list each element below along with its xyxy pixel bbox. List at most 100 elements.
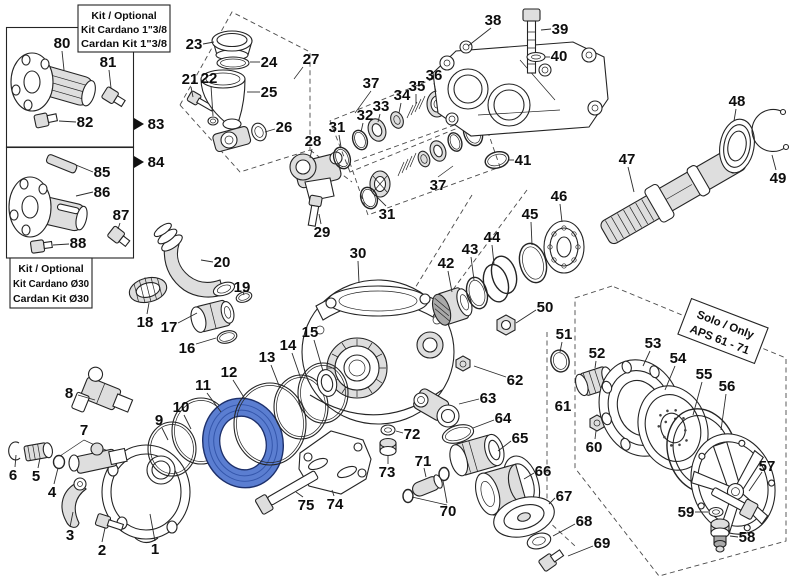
part-7-ball-valve [68, 442, 128, 474]
part-label-49: 49 [770, 170, 787, 187]
part-16-oring [216, 330, 238, 344]
leader-line-71-72 [423, 467, 427, 478]
part-74-bracket [298, 430, 372, 495]
part-label-28: 28 [305, 133, 322, 150]
part-label-66: 66 [535, 463, 552, 480]
part-label-65: 65 [512, 430, 529, 447]
part-80-spline-shaft [10, 52, 96, 112]
part-44-rings [482, 255, 518, 303]
leader-line-31-37 [375, 195, 387, 207]
part-label-2: 2 [98, 542, 106, 559]
part-label-19: 19 [234, 279, 251, 296]
part-label-8: 8 [65, 385, 73, 402]
part-49-circlip [751, 108, 790, 153]
leader-line-54-55 [664, 365, 676, 391]
part-label-31: 31 [379, 206, 396, 223]
part-label-72: 72 [404, 426, 421, 443]
leader-line-50-51 [515, 309, 537, 324]
part-73-cap-nut [379, 437, 397, 457]
leader-line-14-13 [291, 352, 302, 380]
leader-line-57-58 [748, 471, 763, 492]
leader-line-26-25 [264, 128, 276, 133]
part-28-valve-body [289, 151, 343, 202]
part-label-30: 30 [350, 245, 367, 262]
part-5-fitting [23, 442, 54, 462]
part-label-73: 73 [379, 464, 396, 481]
part-88-bolt [29, 239, 53, 254]
leader-line-81-78 [108, 69, 112, 89]
part-label-74: 74 [327, 496, 344, 513]
part-label-60: 60 [586, 439, 603, 456]
leader-line-67-68 [548, 497, 556, 505]
part-68-washer [526, 532, 552, 550]
part-57-bolt [711, 487, 759, 520]
part-24-ring [216, 56, 250, 70]
arrow-marker-83: 83 [134, 116, 164, 133]
leader-line-44-45 [491, 244, 495, 265]
leader-line-47-48 [627, 166, 635, 193]
leader-line-30-29 [357, 260, 360, 284]
part-label-31: 31 [329, 119, 346, 136]
leader-line-19-18 [242, 291, 245, 296]
leader-line-52-53 [594, 360, 597, 369]
part-label-35: 35 [409, 78, 426, 95]
leader-line-49-50 [771, 154, 777, 171]
part-12-spiral-ring [233, 382, 307, 466]
part-43-ring [465, 276, 489, 310]
leader-line-75-76 [295, 491, 304, 498]
part-label-45: 45 [522, 206, 539, 223]
part-62-nut [455, 355, 471, 372]
part-50-nut [496, 314, 516, 336]
leader-line-48-49 [733, 108, 737, 122]
leader-line-64-65 [472, 419, 495, 429]
part-label-20: 20 [214, 254, 231, 271]
part-label-59: 59 [678, 504, 695, 521]
part-66-diaphragm-support [475, 455, 541, 516]
part-label-44: 44 [484, 229, 501, 246]
leader-line-69-70 [567, 545, 594, 557]
part-label-10: 10 [173, 399, 190, 416]
part-38-head [432, 40, 609, 137]
part-25-tank [200, 69, 252, 153]
leader-line-51-52 [559, 341, 563, 353]
part-3-lever [61, 477, 87, 528]
part-label-69: 69 [594, 535, 611, 552]
part-label-12: 12 [221, 364, 238, 381]
leader-line-42-43 [447, 270, 453, 293]
part-label-39: 39 [552, 21, 569, 38]
part-18-ring-nut [128, 276, 168, 304]
part-seal-lower [429, 140, 447, 162]
part-34-poppet [390, 111, 404, 129]
part-label-1: 1 [151, 541, 159, 558]
part-label-42: 42 [438, 255, 455, 272]
leader-line-4-3 [53, 467, 59, 485]
part-58-grease-fitting [710, 518, 730, 553]
part-label-17: 17 [161, 319, 178, 336]
solo-only-box: Solo / Only APS 61 - 71 [677, 297, 769, 365]
part-22-washer [207, 116, 219, 126]
leader-line-87-82 [117, 222, 121, 230]
leader-line-34-33 [398, 102, 402, 114]
part-label-82: 82 [77, 114, 94, 131]
part-46-bearing [543, 220, 585, 274]
leader-line-43-44 [470, 256, 475, 281]
leader-line-1-0 [149, 513, 156, 542]
leader-line-86-81 [75, 191, 94, 197]
part-label-24: 24 [261, 54, 278, 71]
part-75-bolt [255, 470, 319, 515]
kit1-line1: Kit / Optional [91, 10, 156, 22]
part-valve-seat-lower [369, 170, 391, 198]
part-29-bolt [307, 194, 323, 227]
part-oring-lower2 [447, 132, 463, 152]
part-64-ring [441, 424, 475, 444]
kit2-line2: Kit Cardano Ø30 [13, 278, 89, 290]
leader-line-63-64 [458, 398, 480, 405]
leader-line-82-79 [58, 120, 77, 123]
part-label-36: 36 [426, 67, 443, 84]
part-30-crankcase [301, 279, 455, 425]
part-label-33: 33 [373, 98, 390, 115]
leader-line-8-7 [77, 394, 96, 401]
right-triangle-icon [134, 118, 144, 130]
part-label-29: 29 [314, 224, 331, 241]
